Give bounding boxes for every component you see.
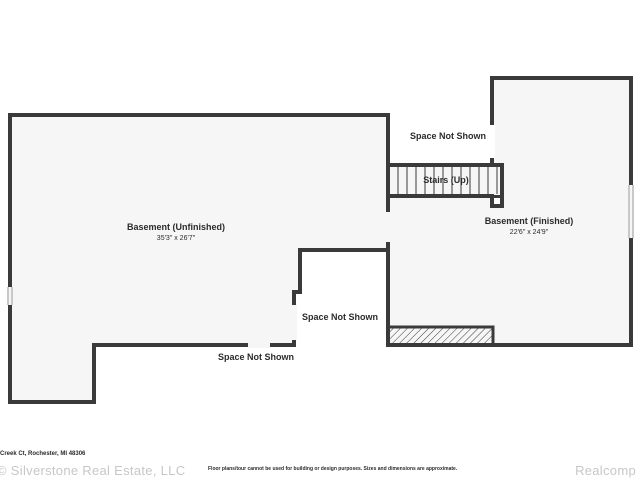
- basement-finished-label: Basement (Finished): [485, 216, 574, 226]
- space-not-shown-bottom-label: Space Not Shown: [218, 352, 294, 362]
- stair-treads: [397, 167, 498, 194]
- space-not-shown-center-label: Space Not Shown: [302, 312, 378, 322]
- basement-unfinished-dims: 35'3" x 26'7": [157, 235, 196, 242]
- floor-plan-disclaimer: Floor plans/tour cannot be used for buil…: [208, 466, 458, 472]
- realcomp-watermark: Realcomp: [575, 463, 636, 478]
- stair-post-inner: [494, 198, 500, 204]
- basement-unfinished-label: Basement (Unfinished): [127, 222, 225, 232]
- window-west: [7, 287, 13, 305]
- space-not-shown-top-label: Space Not Shown: [410, 131, 486, 141]
- basement-finished-area: [388, 78, 631, 345]
- basement-unfinished-area: [10, 115, 388, 402]
- brokerage-watermark: © Silverstone Real Estate, LLC: [0, 463, 186, 478]
- hatched-built-in: [386, 325, 495, 347]
- property-address: Creek Ct, Rochester, MI 48306: [0, 451, 86, 457]
- stairs-label: Stairs (Up): [423, 175, 469, 185]
- window-east: [628, 185, 634, 238]
- basement-finished-dims: 22'6" x 24'9": [510, 229, 549, 236]
